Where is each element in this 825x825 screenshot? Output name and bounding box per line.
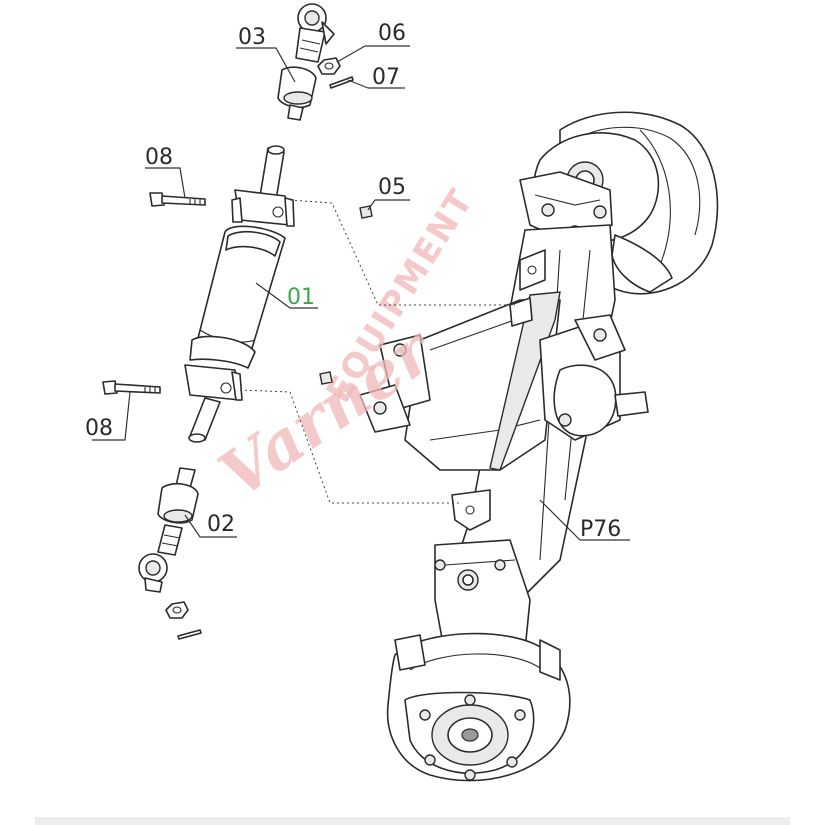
- label-p76: P76: [580, 517, 621, 542]
- tie-rod-end-upper: [277, 3, 335, 121]
- lower-wheel-hub: [386, 539, 571, 782]
- nut-and-pin-lower: [165, 601, 202, 640]
- label-02: 02: [207, 512, 235, 537]
- label-07: 07: [372, 65, 400, 90]
- cotter-pin-lower: [177, 629, 202, 640]
- nut-upper: [317, 57, 341, 75]
- part-labels: 03 06 07 08 05 01 08 02 P76: [85, 21, 621, 542]
- upper-cylinder-tab: [519, 249, 546, 291]
- lower-cylinder-tab: [451, 489, 491, 531]
- label-08-bottom: 08: [85, 416, 113, 441]
- nut-lower: [165, 601, 189, 619]
- tie-rod-end-lower: [138, 467, 199, 593]
- axle-housing: [359, 111, 719, 782]
- label-06: 06: [378, 21, 406, 46]
- label-08-top: 08: [145, 145, 173, 170]
- cotter-pin-upper: [329, 76, 354, 89]
- bolt-lower: [102, 380, 161, 395]
- leader-lines: [92, 45, 630, 541]
- dowel-pin-lower: [319, 371, 333, 385]
- label-05: 05: [378, 175, 406, 200]
- label-01: 01: [287, 285, 315, 310]
- assembly-lines: [239, 199, 515, 504]
- label-03: 03: [238, 25, 266, 50]
- nut-and-pin-upper: [317, 57, 354, 89]
- bolt-upper: [149, 192, 206, 207]
- bottom-strip: [35, 817, 790, 825]
- steering-cylinder: [184, 145, 295, 443]
- center-pivot-bracket: [359, 291, 649, 471]
